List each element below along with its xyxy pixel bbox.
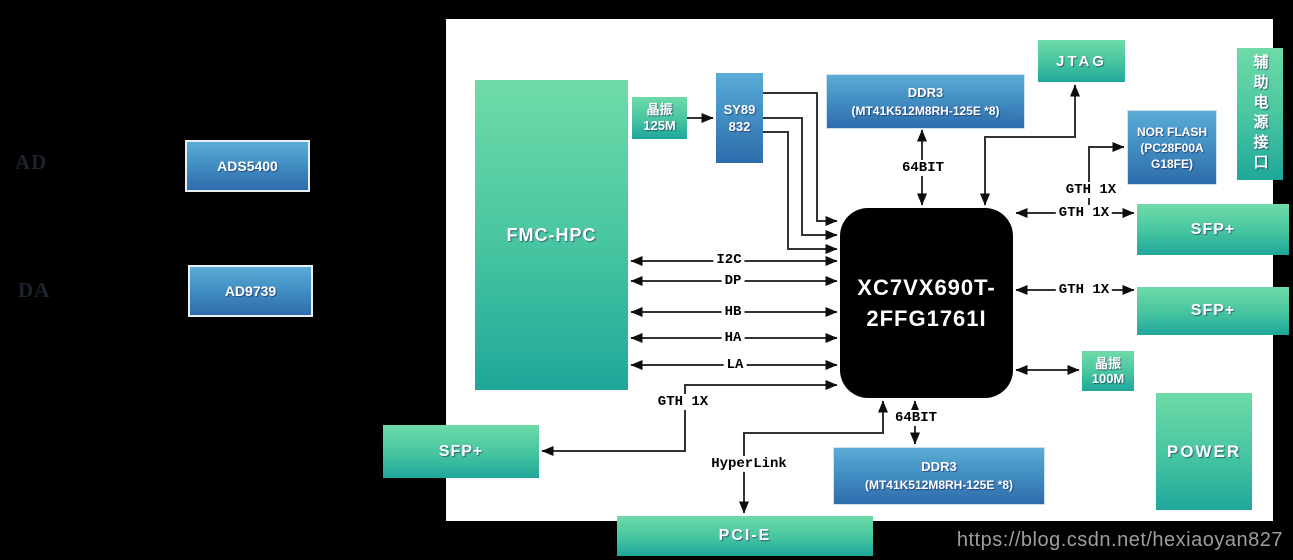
- watermark-url: https://blog.csdn.net/hexiaoyan827: [956, 529, 1283, 551]
- ddr3-top-block: DDR3 (MT41K512M8RH-125E *8): [826, 74, 1025, 129]
- wire-gth-sfp-bottom-left: [541, 380, 838, 456]
- bus-label-gth-sfp-bottom: GTH 1X: [1055, 282, 1113, 298]
- bus-label-hb: HB: [721, 304, 745, 320]
- nor-flash-line3: G18FE): [1150, 156, 1193, 171]
- ddr3-top-line2: (MT41K512M8RH-125E *8): [851, 103, 1000, 118]
- sy89832-line1: SY89: [723, 102, 756, 117]
- ads5400-label: ADS5400: [217, 158, 278, 174]
- bus-label-i2c: I2C: [713, 252, 745, 268]
- bus-label-dp: DP: [721, 273, 745, 289]
- bus-label-64bit-top: 64BIT: [898, 160, 948, 176]
- nor-flash-line1: NOR FLASH: [1137, 124, 1207, 139]
- power-block: POWER: [1156, 393, 1252, 510]
- aux-power-block: 辅助电源接口: [1237, 48, 1283, 180]
- bus-label-hyperlink: HyperLink: [708, 456, 790, 472]
- bus-label-gth-nor-flash: GTH 1X: [1062, 182, 1120, 198]
- sfp-right-top-label: SFP+: [1190, 220, 1236, 238]
- jtag-block: JTAG: [1038, 40, 1125, 82]
- power-label: POWER: [1166, 441, 1242, 461]
- sy89832-block: SY89 832: [716, 73, 763, 163]
- ad9739-label: AD9739: [224, 283, 277, 299]
- jtag-label: JTAG: [1056, 52, 1107, 70]
- ddr3-bottom-line2: (MT41K512M8RH-125E *8): [864, 478, 1014, 492]
- bus-label-gth-bottom-left: GTH 1X: [654, 394, 712, 410]
- sfp-right-bottom-label: SFP+: [1190, 302, 1236, 319]
- bus-label-la: LA: [723, 357, 747, 373]
- fpga-line1: XC7VX690T-: [857, 275, 996, 300]
- pcie-block: PCI-E: [617, 516, 873, 556]
- wire-clock-c: [763, 131, 838, 254]
- nor-flash-line2: (PC28F00A: [1140, 140, 1204, 155]
- bus-label-64bit-bottom: 64BIT: [891, 410, 941, 426]
- wire-clock-a: [763, 92, 838, 226]
- wire-clock-b: [763, 117, 838, 240]
- fpga-block: XC7VX690T- 2FFG1761I: [840, 208, 1013, 398]
- ads5400-block: ADS5400: [185, 140, 310, 192]
- bus-label-gth-sfp-top: GTH 1X: [1055, 205, 1113, 221]
- ddr3-top-line1: DDR3: [907, 84, 944, 100]
- fpga-line2: 2FFG1761I: [866, 306, 987, 331]
- osc-125m-block: 晶振 125M: [632, 97, 687, 139]
- ddr3-bottom-line1: DDR3: [921, 459, 957, 474]
- aux-power-label: 辅助电源接口: [1251, 54, 1269, 174]
- sfp-bottom-left-block: SFP+: [383, 425, 539, 478]
- wire-nor-flash: [1088, 142, 1125, 213]
- nor-flash-block: NOR FLASH (PC28F00A G18FE): [1127, 110, 1217, 185]
- fmc-hpc-block: FMC-HPC: [475, 80, 628, 390]
- sfp-right-top-block: SFP+: [1137, 204, 1289, 255]
- osc-100m-line1: 晶振: [1094, 356, 1121, 371]
- fmc-hpc-label: FMC-HPC: [506, 224, 597, 245]
- osc-125m-line1: 晶振: [646, 102, 673, 117]
- osc-125m-line2: 125M: [643, 118, 676, 133]
- osc-100m-block: 晶振 100M: [1082, 351, 1134, 391]
- pcie-label: PCI-E: [718, 527, 772, 544]
- bus-label-ha: HA: [721, 330, 745, 346]
- wire-jtag: [980, 84, 1080, 206]
- da-side-label: DA: [18, 278, 51, 302]
- sy89832-line2: 832: [728, 119, 751, 134]
- wire-hyperlink-pcie: [739, 400, 888, 514]
- ad-side-label: AD: [15, 150, 48, 174]
- ddr3-bottom-block: DDR3 (MT41K512M8RH-125E *8): [833, 447, 1045, 505]
- sfp-right-bottom-block: SFP+: [1137, 287, 1289, 335]
- ad9739-block: AD9739: [188, 265, 313, 317]
- osc-100m-line2: 100M: [1091, 371, 1125, 386]
- sfp-bottom-left-label: SFP+: [438, 442, 484, 460]
